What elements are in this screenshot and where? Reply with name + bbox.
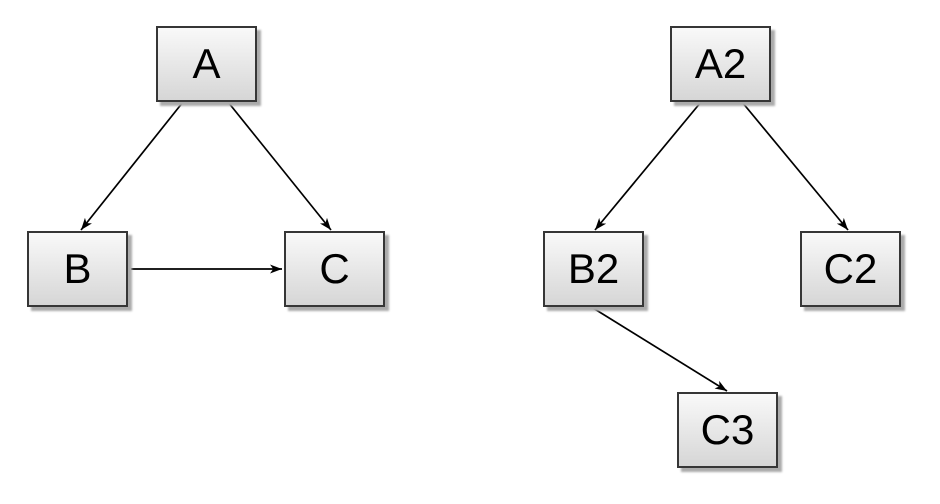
node-C3[interactable]: C3 bbox=[677, 392, 778, 468]
node-B2[interactable]: B2 bbox=[543, 231, 644, 307]
node-label: A bbox=[192, 40, 221, 87]
node-B[interactable]: B bbox=[27, 231, 128, 307]
node-C2[interactable]: C2 bbox=[800, 231, 901, 307]
node-label: C bbox=[319, 245, 350, 292]
node-A[interactable]: A bbox=[156, 26, 257, 102]
node-label: A2 bbox=[694, 40, 747, 87]
node-label: C2 bbox=[823, 245, 878, 292]
node-label: B bbox=[63, 245, 92, 292]
node-label: C3 bbox=[700, 406, 755, 453]
node-A2[interactable]: A2 bbox=[670, 26, 771, 102]
node-C[interactable]: C bbox=[284, 231, 385, 307]
node-label: B2 bbox=[567, 245, 620, 292]
